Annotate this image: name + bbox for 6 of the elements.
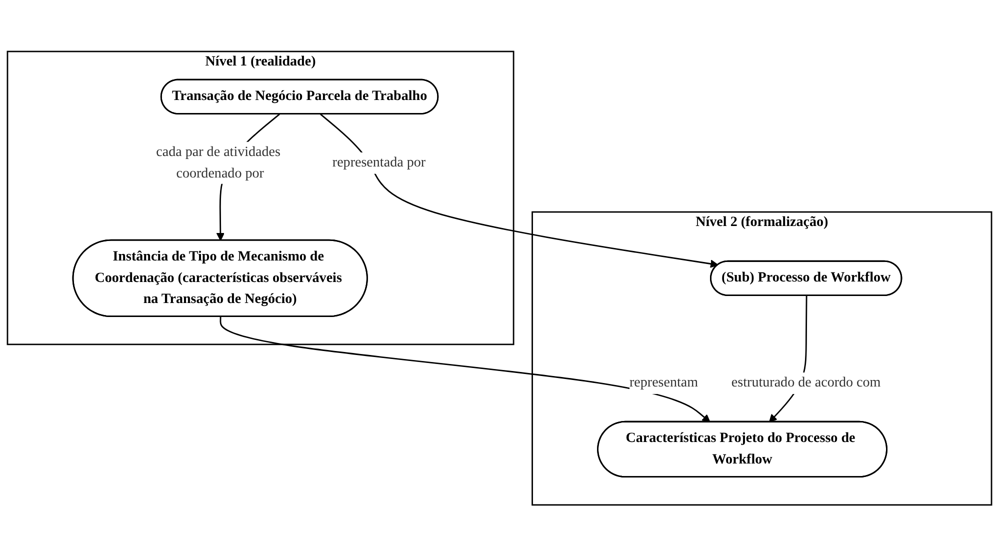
arrow xyxy=(320,113,718,268)
edge-label: representada por xyxy=(332,154,426,170)
edge-label: cada par de atividades coordenado por xyxy=(156,144,280,180)
edge-label: estruturado de acordo com xyxy=(731,375,881,390)
edge-label: representam xyxy=(629,375,698,390)
arrow xyxy=(220,316,710,422)
